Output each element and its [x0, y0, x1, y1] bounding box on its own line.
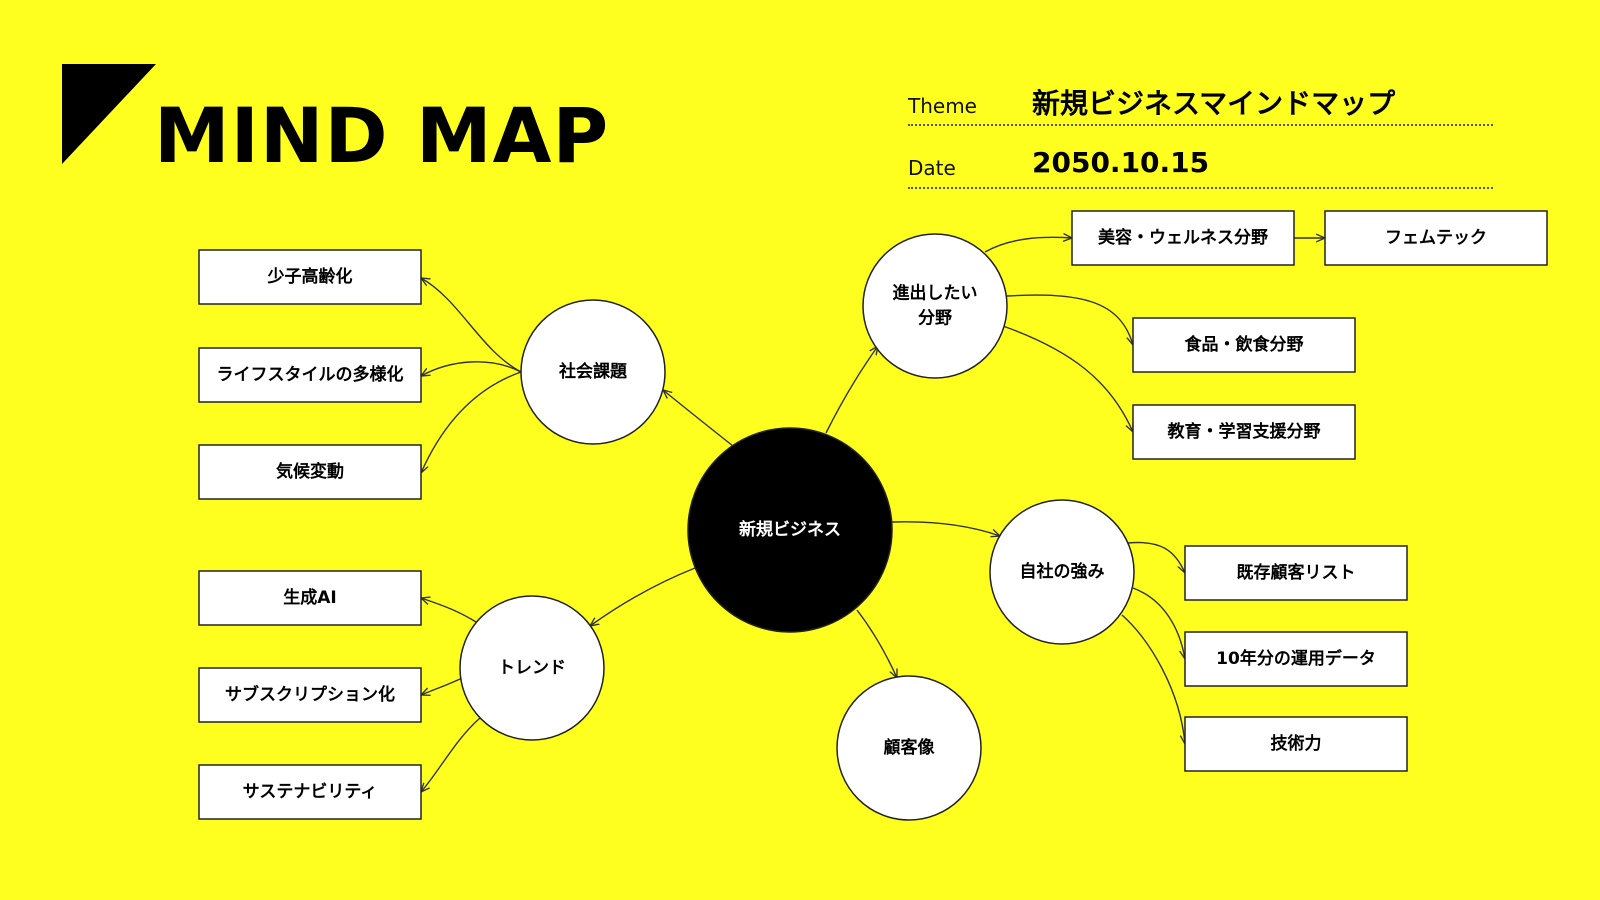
edge-trend-child-0 — [421, 598, 477, 623]
edge-center-social — [663, 390, 734, 447]
edge-social-child-2 — [421, 371, 522, 473]
center-node-label: 新規ビジネス — [739, 519, 841, 540]
trend-child-2-box — [198, 764, 422, 820]
social-child-2-box — [198, 444, 422, 500]
social-child-0-box — [198, 249, 422, 305]
trend-child-0-label: 生成AI — [283, 587, 336, 608]
field-child-2-box — [1132, 404, 1356, 460]
edge-field-child-1 — [1006, 294, 1133, 345]
trend-child-0-box — [198, 570, 422, 626]
edges-layer — [421, 237, 1325, 792]
edge-field-child-0 — [984, 237, 1072, 253]
branch-strength-circle — [989, 499, 1135, 645]
edge-social-child-1 — [421, 361, 522, 376]
theme-row: Theme 新規ビジネスマインドマップ — [908, 82, 1493, 126]
edge-center-strength — [891, 521, 1000, 536]
edge-strength-child-1 — [1132, 587, 1185, 659]
edge-strength-child-0 — [1127, 541, 1185, 573]
page-title: MIND MAP — [154, 91, 610, 180]
social-child-1-box — [198, 347, 422, 403]
branch-strength-label: 自社の強み — [1020, 561, 1105, 582]
edge-trend-child-2 — [421, 717, 481, 792]
edge-center-field — [825, 346, 878, 434]
branch-trend-circle — [459, 595, 605, 741]
edge-center-customer — [856, 609, 897, 678]
trend-child-2-label: サステナビリティ — [243, 782, 378, 802]
social-child-2-label: 気候変動 — [275, 461, 344, 482]
edge-strength-child-2 — [1121, 614, 1185, 744]
edge-field-child-2 — [1002, 325, 1133, 432]
branch-field-circle — [862, 233, 1008, 379]
date-label: Date — [908, 156, 956, 180]
branch-field-label: 進出したい — [893, 283, 978, 304]
social-child-1-label: ライフスタイルの多様化 — [217, 364, 404, 385]
edge-center-trend — [590, 567, 696, 626]
field-sub-label: フェムテック — [1385, 228, 1487, 248]
branch-social-circle — [520, 299, 666, 445]
strength-child-2-box — [1184, 716, 1408, 772]
field-child-1-label: 食品・飲食分野 — [1185, 334, 1304, 355]
branch-trend-label: トレンド — [498, 658, 566, 678]
field-sub-box — [1324, 210, 1548, 266]
strength-child-1-box — [1184, 631, 1408, 687]
theme-value: 新規ビジネスマインドマップ — [1032, 87, 1396, 120]
theme-label: Theme — [908, 94, 977, 118]
date-row: Date 2050.10.15 — [908, 146, 1493, 189]
strength-child-0-box — [1184, 545, 1408, 601]
center-node-circle — [687, 427, 893, 633]
field-child-1-box — [1132, 317, 1356, 373]
title-triangle-decoration — [62, 64, 156, 164]
strength-child-1-label: 10年分の運用データ — [1216, 648, 1376, 669]
strength-child-0-label: 既存顧客リスト — [1237, 562, 1356, 583]
field-child-0-label: 美容・ウェルネス分野 — [1098, 227, 1268, 248]
social-child-0-label: 少子高齢化 — [267, 266, 353, 287]
trend-child-1-label: サブスクリプション化 — [225, 684, 395, 705]
branch-customer-label: 顧客像 — [884, 737, 936, 758]
branch-customer-circle — [836, 675, 982, 821]
edge-trend-child-1 — [421, 677, 463, 695]
field-child-2-label: 教育・学習支援分野 — [1167, 421, 1321, 442]
strength-child-2-label: 技術力 — [1271, 733, 1322, 754]
edge-social-child-0 — [421, 278, 522, 373]
date-value: 2050.10.15 — [1032, 146, 1210, 179]
branch-field-label: 分野 — [918, 309, 952, 329]
branch-social-label: 社会課題 — [558, 361, 628, 382]
field-child-0-box — [1071, 210, 1295, 266]
trend-child-1-box — [198, 667, 422, 723]
